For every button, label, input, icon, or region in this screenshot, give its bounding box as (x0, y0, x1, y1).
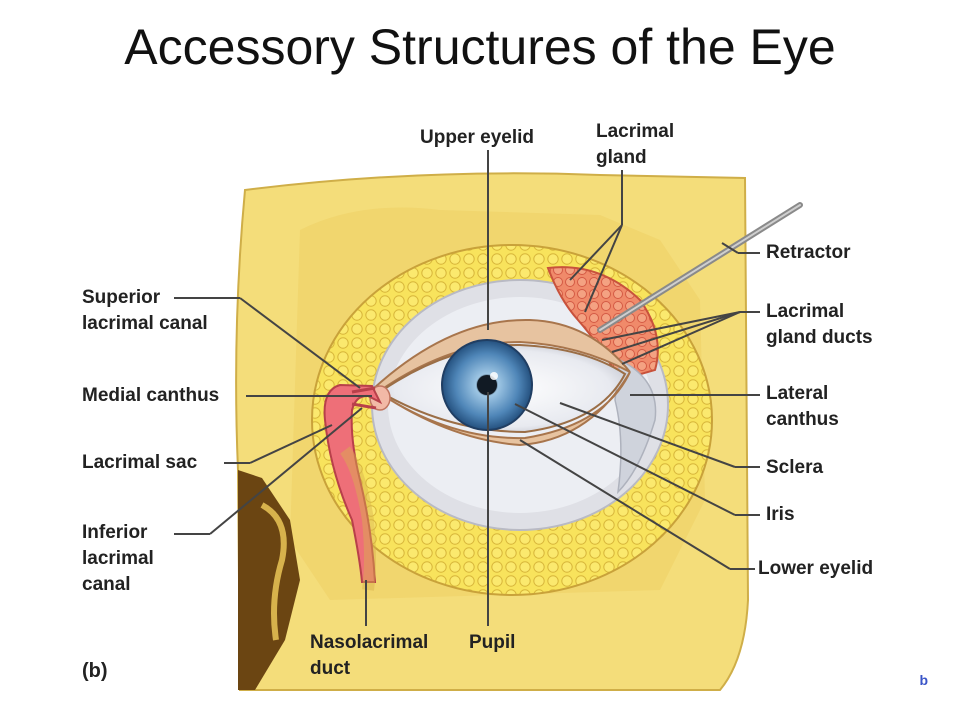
lower-eyelid (377, 371, 631, 447)
corner-mark: b (919, 672, 928, 688)
label-iris: Iris (766, 504, 795, 525)
label-lateral-canthus: Lateral canthus (766, 383, 839, 430)
label-nasolacrimal-duct: Nasolacrimal duct (310, 632, 429, 679)
label-lacrimal-sac: Lacrimal sac (82, 452, 198, 473)
label-lacrimal-gland-ducts: Lacrimal gland ducts (766, 301, 873, 348)
label-lower-eyelid: Lower eyelid (758, 558, 874, 579)
slide-title: Accessory Structures of the Eye (124, 19, 836, 75)
nasal-cavity (238, 470, 300, 690)
lacrimal-gland (546, 266, 659, 382)
figure-letter: (b) (82, 660, 108, 682)
pupil (477, 375, 497, 395)
label-pupil: Pupil (469, 632, 516, 653)
label-superior-lacrimal-canal: Superior lacrimal canal (82, 287, 208, 334)
nasal-concha (260, 502, 287, 641)
label-medial-canthus: Medial canthus (82, 385, 220, 406)
label-sclera: Sclera (766, 457, 824, 478)
label-inferior-lacrimal-canal: Inferior lacrimal canal (82, 522, 154, 595)
label-retractor: Retractor (766, 242, 851, 263)
label-upper-eyelid: Upper eyelid (420, 127, 535, 148)
label-lacrimal-gland: Lacrimal gland (596, 121, 675, 168)
